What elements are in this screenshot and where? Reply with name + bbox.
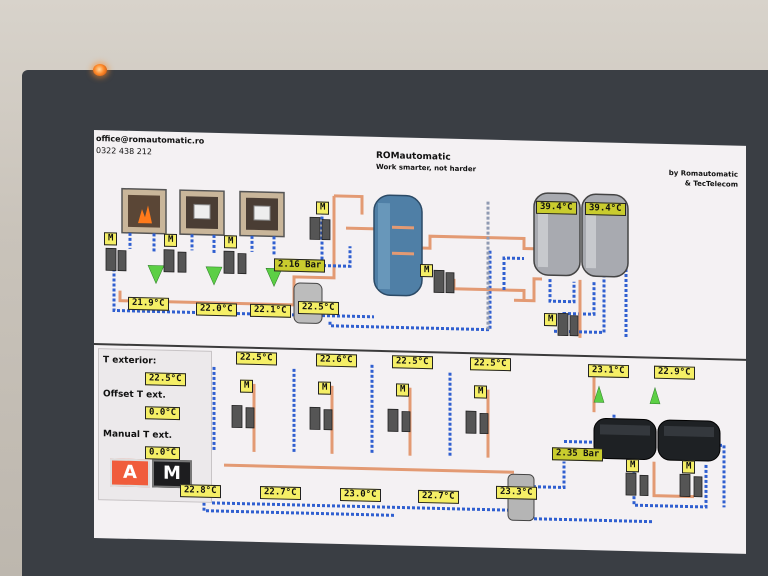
boiler-2[interactable] — [179, 189, 225, 236]
auto-mode-button[interactable]: A — [110, 458, 150, 488]
motor-m-icon[interactable]: M — [164, 233, 178, 248]
chiller-unit-right[interactable] — [657, 419, 721, 462]
zone3-temp-bottom: 23.0°C — [340, 488, 381, 503]
tank-temp-left: 39.4°C — [536, 200, 577, 215]
motor-m-icon[interactable]: M — [104, 232, 118, 246]
power-led-indicator — [93, 64, 107, 76]
chiller-temp-right: 22.9°C — [654, 365, 695, 380]
zone4-temp-top: 22.5°C — [470, 357, 511, 372]
pump-group-bottom[interactable] — [231, 404, 703, 498]
boiler1-temp: 21.9°C — [128, 296, 169, 311]
manual-label: Manual T ext. — [103, 429, 173, 441]
zone1-temp-bottom: 22.8°C — [180, 484, 221, 499]
collector-temp-bottom: 23.3°C — [496, 485, 537, 500]
zone2-temp-bottom: 22.7°C — [260, 486, 301, 501]
valve-icon[interactable] — [593, 385, 605, 403]
motor-m-icon[interactable]: M — [474, 385, 488, 399]
motor-m-icon[interactable]: M — [420, 263, 434, 278]
motor-m-icon[interactable]: M — [240, 379, 254, 393]
zone2-temp-top: 22.6°C — [316, 353, 357, 368]
flame-icon — [138, 205, 152, 224]
zone4-temp-bottom: 22.7°C — [418, 489, 459, 504]
pressure-bottom: 2.35 Bar — [552, 447, 604, 462]
motor-m-icon[interactable]: M — [224, 235, 238, 249]
motor-m-icon[interactable]: M — [318, 381, 332, 395]
offset-label: Offset T ext. — [103, 389, 166, 401]
tank-temp-right: 39.4°C — [585, 201, 626, 216]
pressure-top: 2.16 Bar — [274, 258, 326, 273]
valve-icon[interactable] — [205, 266, 223, 286]
motor-m-icon[interactable]: M — [396, 383, 410, 397]
pump-group-top[interactable] — [105, 212, 579, 337]
chiller-unit-left[interactable] — [593, 418, 657, 460]
valve-icon[interactable] — [147, 265, 165, 285]
boiler-3[interactable] — [239, 190, 285, 238]
t-exterior-label: T exterior: — [103, 355, 157, 367]
motor-m-icon[interactable]: M — [316, 201, 330, 215]
zone3-temp-top: 22.5°C — [392, 355, 433, 370]
offset-value-input[interactable]: 0.0°C — [145, 406, 181, 421]
motor-m-icon[interactable]: M — [626, 459, 640, 473]
collector-temp-top: 22.5°C — [298, 300, 339, 315]
chiller-temp-left: 23.1°C — [588, 364, 629, 379]
manual-value-input[interactable]: 0.0°C — [145, 446, 181, 461]
valve-icon[interactable] — [649, 386, 661, 405]
boiler3-temp: 22.1°C — [250, 303, 291, 318]
boiler2-temp: 22.0°C — [196, 302, 237, 317]
motor-m-icon[interactable]: M — [682, 460, 696, 474]
hmi-screen: office@romautomatic.ro 0322 438 212 ROMa… — [94, 130, 746, 554]
boiler-1[interactable] — [121, 187, 167, 235]
t-exterior-value: 22.5°C — [145, 372, 186, 387]
zone1-temp-top: 22.5°C — [236, 351, 277, 366]
motor-m-icon[interactable]: M — [544, 312, 558, 327]
buffer-tank[interactable] — [373, 194, 423, 297]
